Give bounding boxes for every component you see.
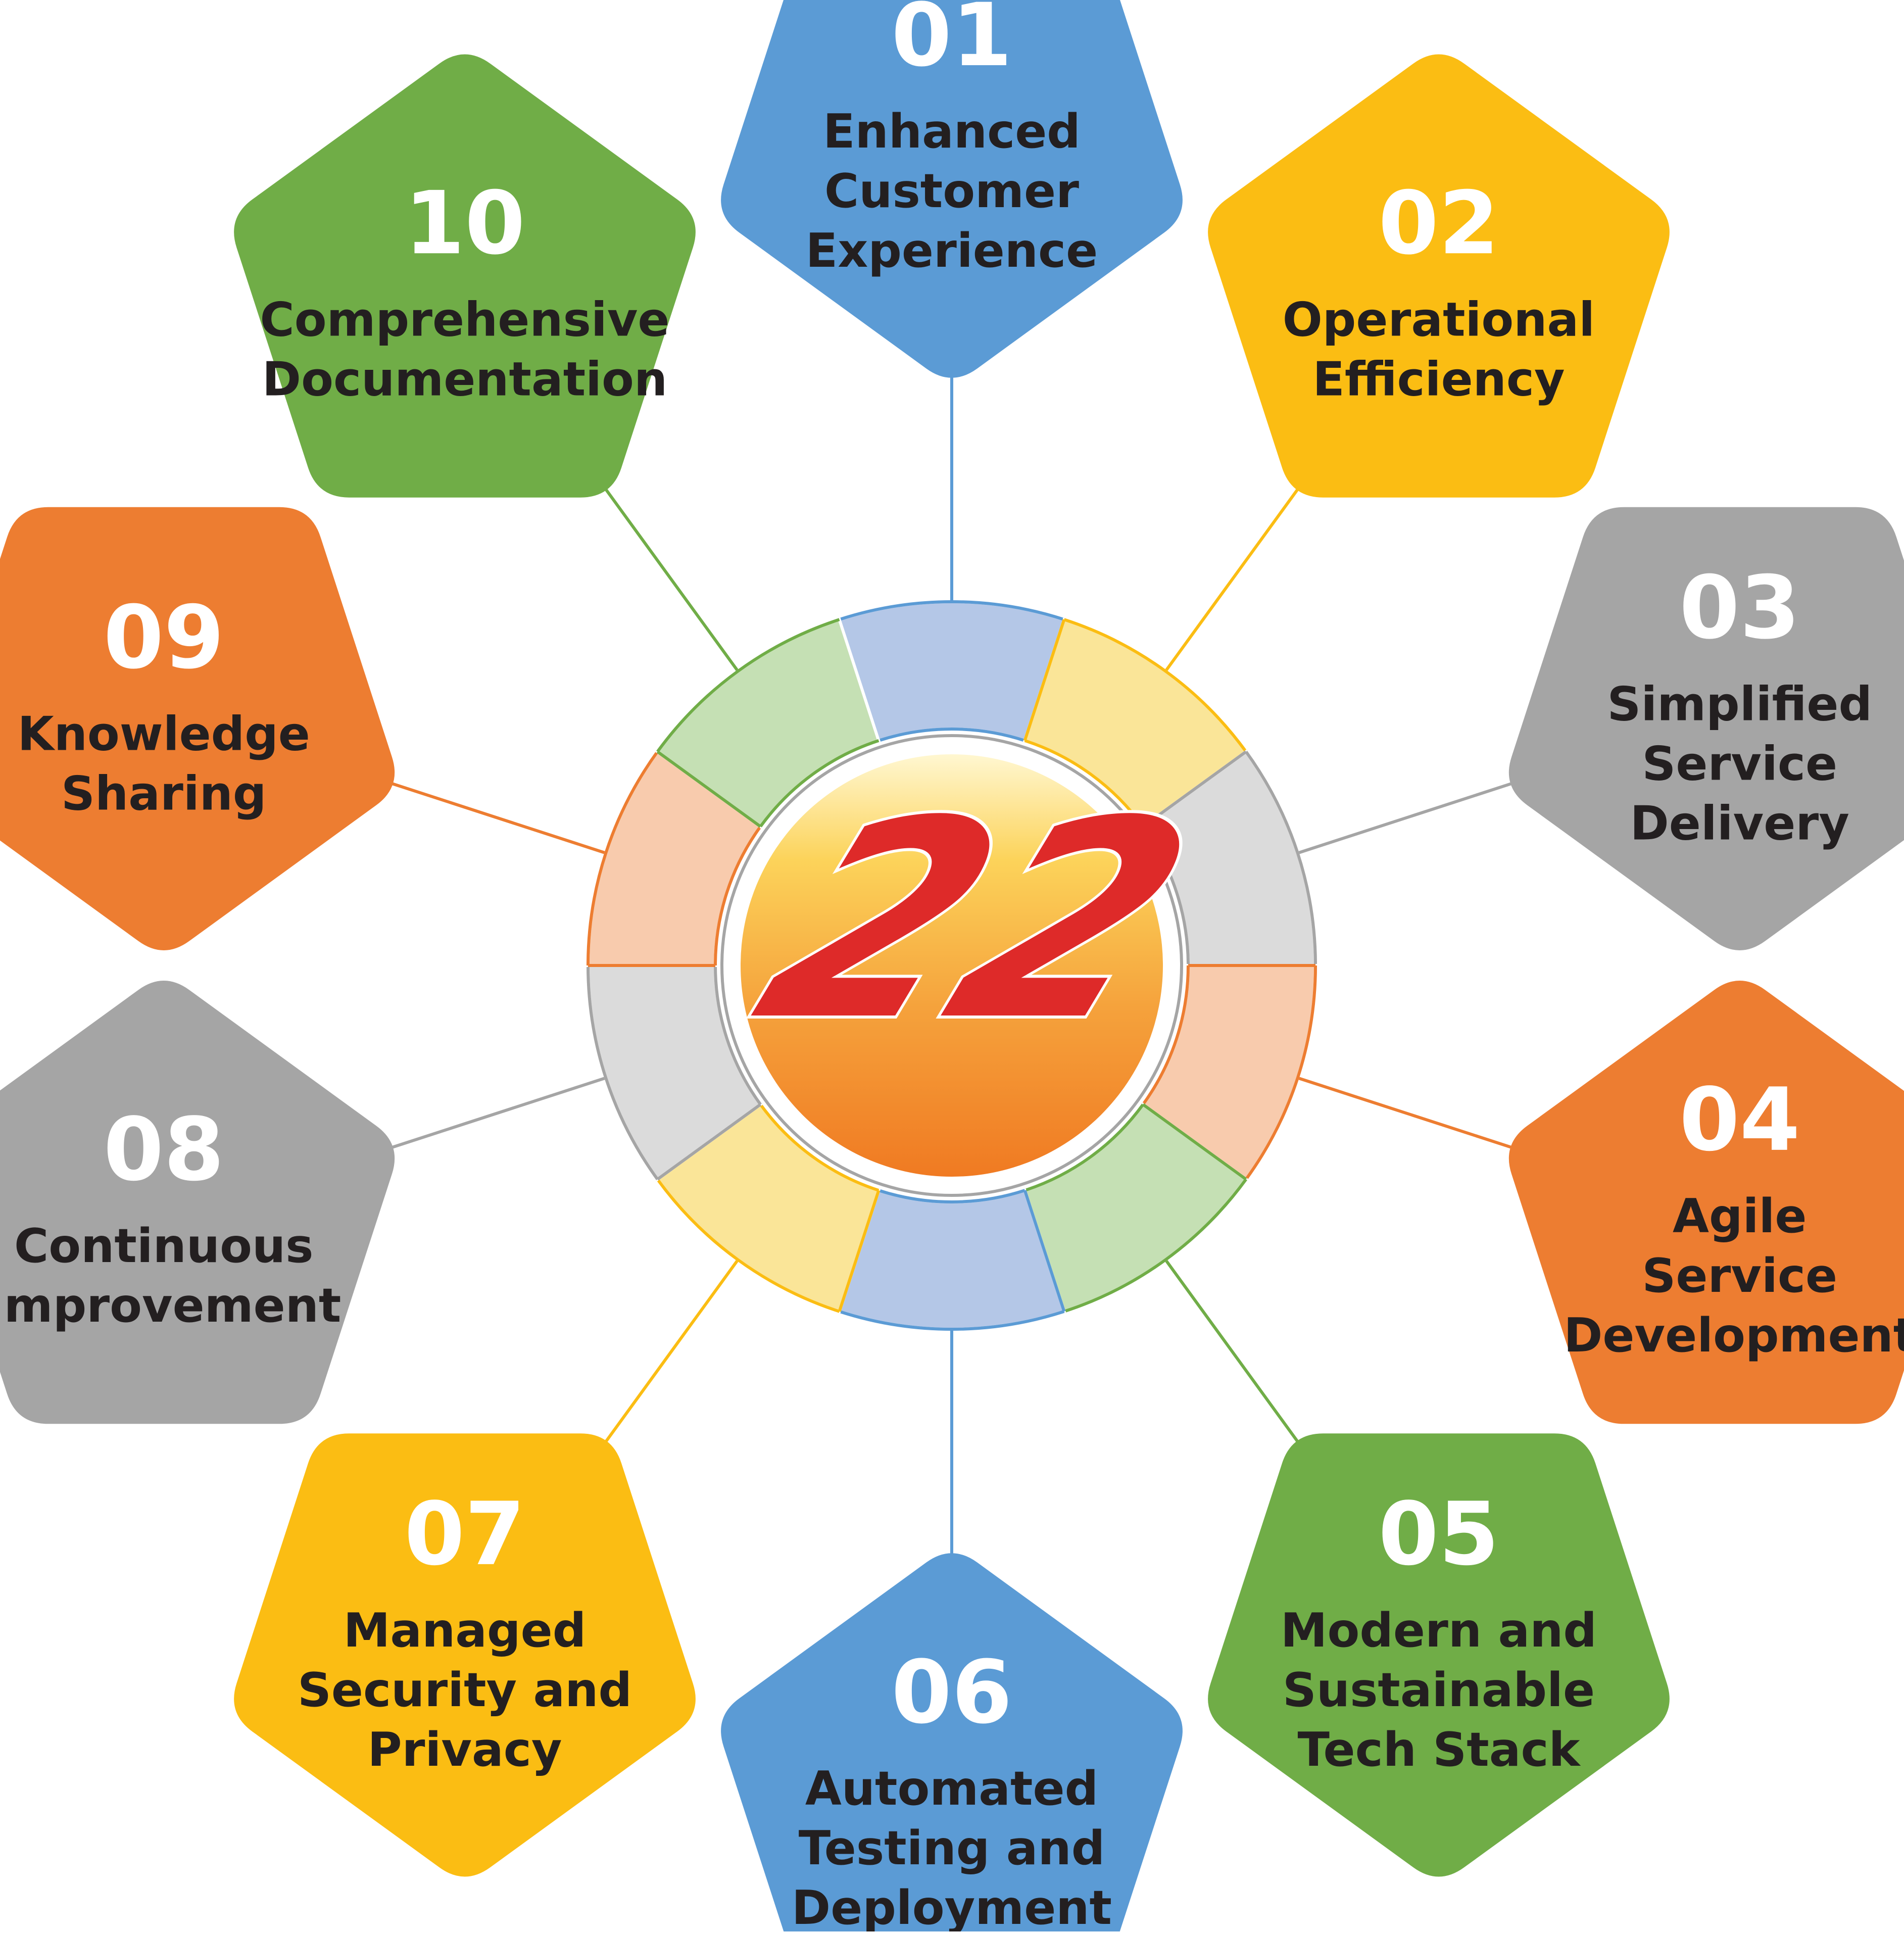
item-number-03: 03 bbox=[1679, 557, 1800, 658]
item-number-01: 01 bbox=[891, 0, 1012, 86]
ring-inner-arc-06 bbox=[878, 1189, 1026, 1203]
item-label-02-line-1: Operational bbox=[1283, 292, 1595, 347]
ring-outer-arc-09 bbox=[587, 751, 659, 966]
item-number-07: 07 bbox=[404, 1483, 525, 1585]
ring-inner-arc-09 bbox=[714, 826, 762, 966]
item-label-09-line-2: Sharing bbox=[61, 766, 266, 820]
ring-divider-08 bbox=[656, 1103, 762, 1181]
item-number-09: 09 bbox=[104, 587, 224, 688]
item-label-06-line-2: Testing and bbox=[799, 1821, 1105, 1875]
ring-outer-arc-03 bbox=[1245, 751, 1317, 966]
item-label-01-line-3: Experience bbox=[806, 223, 1098, 278]
ring-outer-arc-07 bbox=[656, 1178, 840, 1313]
pentagon-shape-01 bbox=[721, 0, 1183, 378]
ring-divider-05 bbox=[1142, 1103, 1247, 1181]
item-label-08-line-2: Improvement bbox=[0, 1278, 341, 1333]
item-label-07-line-2: Security and bbox=[298, 1663, 632, 1717]
ring-inner-arc-04 bbox=[1142, 965, 1190, 1105]
item-label-03-line-1: Simplified bbox=[1607, 676, 1872, 731]
ring-outer-arc-01 bbox=[839, 600, 1065, 621]
pentagon-shape-03 bbox=[1508, 507, 1904, 950]
ring-inner-arc-08 bbox=[714, 965, 762, 1105]
pentagon-shape-08 bbox=[0, 981, 395, 1424]
item-number-05: 05 bbox=[1378, 1483, 1499, 1585]
item-label-07-line-1: Managed bbox=[344, 1603, 587, 1658]
ring-inner-arc-07 bbox=[759, 1103, 880, 1192]
logo: 22 bbox=[720, 734, 1234, 1197]
item-label-04-line-1: Agile bbox=[1673, 1189, 1807, 1243]
ring-outer-arc-10 bbox=[656, 618, 840, 753]
pentagon-shape-04 bbox=[1508, 981, 1904, 1424]
item-label-03-line-3: Delivery bbox=[1630, 796, 1849, 850]
item-label-07-line-3: Privacy bbox=[368, 1722, 562, 1777]
ring-inner-arc-03 bbox=[1142, 826, 1190, 966]
ring-outer-arc-08 bbox=[587, 965, 659, 1180]
pentagon-shape-06 bbox=[721, 1553, 1183, 1934]
item-number-02: 02 bbox=[1378, 172, 1499, 274]
item-number-04: 04 bbox=[1679, 1069, 1800, 1171]
item-label-02-line-2: Efficiency bbox=[1312, 352, 1565, 406]
ring-inner-arc-05 bbox=[1024, 1103, 1145, 1192]
item-label-05-line-1: Modern and bbox=[1281, 1603, 1597, 1658]
item-label-03-line-2: Service bbox=[1642, 736, 1837, 791]
item-number-06: 06 bbox=[891, 1641, 1012, 1743]
item-label-01-line-1: Enhanced bbox=[823, 104, 1081, 159]
ring-divider-10 bbox=[656, 750, 762, 828]
ring-inner-arc-10 bbox=[759, 739, 880, 828]
ring-inner-arc-01 bbox=[878, 728, 1026, 742]
item-label-04-line-2: Service bbox=[1642, 1248, 1837, 1303]
logo-disc bbox=[741, 754, 1163, 1177]
item-label-08-line-1: Continuous bbox=[14, 1219, 314, 1273]
ring-outer-arc-02 bbox=[1063, 618, 1247, 753]
pentagon-shape-10 bbox=[234, 54, 696, 498]
ring-outer-arc-06 bbox=[839, 1310, 1065, 1331]
item-number-10: 10 bbox=[404, 172, 525, 274]
item-label-10-line-2: Documentation bbox=[262, 352, 667, 406]
ring-divider-07 bbox=[838, 1190, 881, 1312]
item-label-09-line-1: Knowledge bbox=[18, 706, 310, 761]
item-label-10-line-1: Comprehensive bbox=[260, 292, 670, 347]
item-label-06-line-3: Deployment bbox=[792, 1880, 1112, 1931]
ring-divider-03 bbox=[1142, 750, 1247, 828]
pentagon-shape-09 bbox=[0, 507, 395, 950]
pentagon-shape-02 bbox=[1208, 54, 1670, 498]
pentagon-shape-07 bbox=[234, 1433, 696, 1877]
center-ring bbox=[586, 600, 1317, 1331]
ring-divider-02 bbox=[1023, 619, 1066, 741]
pentagon-shape-05 bbox=[1208, 1433, 1670, 1877]
item-label-05-line-3: Tech Stack bbox=[1297, 1722, 1581, 1777]
ring-divider-06 bbox=[1023, 1190, 1066, 1312]
item-label-05-line-2: Sustainable bbox=[1283, 1663, 1595, 1717]
item-label-06-line-1: Automated bbox=[805, 1761, 1098, 1816]
ring-inner-arc-02 bbox=[1024, 739, 1145, 828]
item-label-04-line-3: Development bbox=[1564, 1308, 1904, 1363]
item-number-08: 08 bbox=[104, 1099, 224, 1200]
ring-outer-arc-05 bbox=[1063, 1178, 1247, 1313]
ring-outer-arc-04 bbox=[1245, 965, 1317, 1180]
item-label-01-line-2: Customer bbox=[824, 164, 1079, 218]
